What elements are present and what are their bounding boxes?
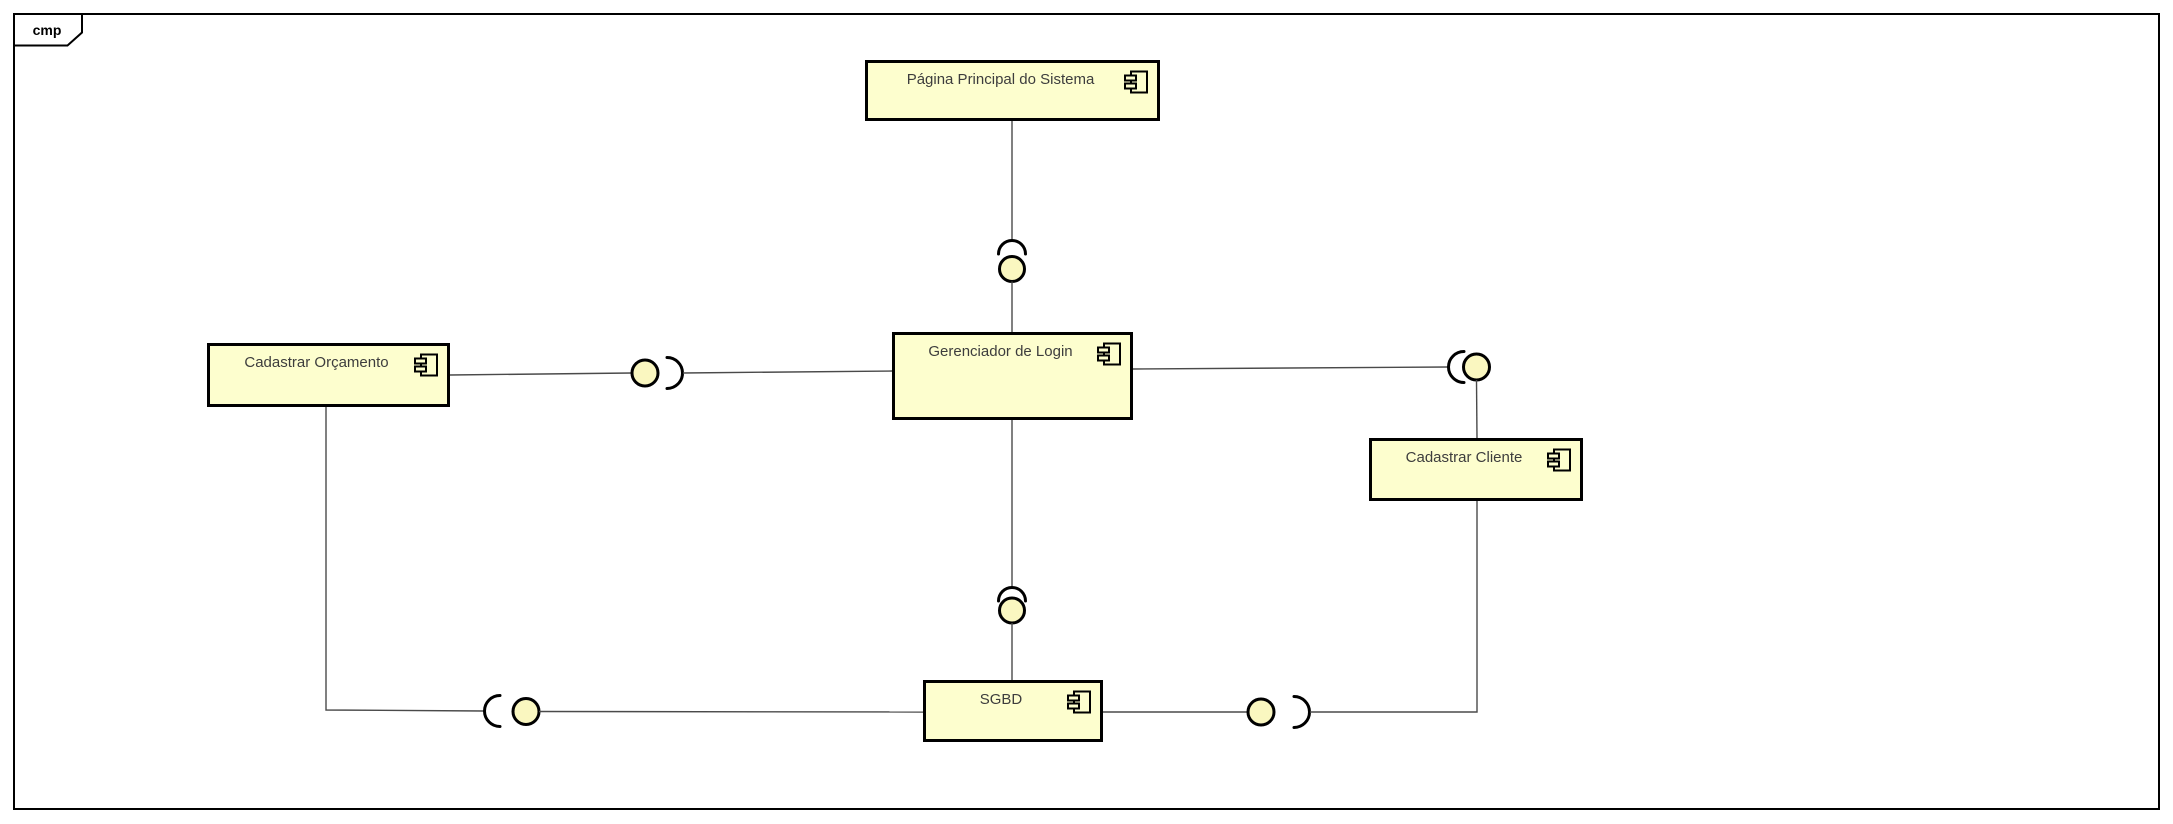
connector-line[interactable] bbox=[325, 407, 485, 712]
component-label: SGBD bbox=[979, 691, 1023, 708]
interface-connector-sgbd-to-login bbox=[997, 420, 1027, 680]
component-label: Cadastrar Cliente bbox=[1405, 449, 1523, 466]
provided-interface-ball[interactable] bbox=[998, 596, 1026, 625]
frame-tab-label: cmp bbox=[33, 22, 62, 38]
provided-interface-ball[interactable] bbox=[630, 358, 660, 388]
component-sgbd[interactable]: SGBD bbox=[923, 680, 1103, 742]
provided-interface-ball[interactable] bbox=[1246, 697, 1276, 727]
component-icon bbox=[414, 353, 438, 377]
component-pagina-principal[interactable]: Página Principal do Sistema bbox=[865, 60, 1160, 121]
required-interface-socket[interactable] bbox=[483, 694, 502, 728]
connector-line[interactable] bbox=[682, 370, 893, 374]
interface-connector-orcamento-to-sgbd bbox=[325, 407, 924, 728]
interface-connector-orcamento-to-login bbox=[449, 356, 893, 390]
component-label: Gerenciador de Login bbox=[928, 343, 1073, 360]
provided-interface-ball[interactable] bbox=[998, 255, 1026, 283]
component-icon bbox=[1067, 690, 1091, 714]
required-interface-socket[interactable] bbox=[665, 356, 684, 390]
frame-tab: cmp bbox=[13, 13, 83, 47]
provided-interface-ball[interactable] bbox=[511, 697, 541, 726]
required-interface-socket[interactable] bbox=[997, 586, 1027, 603]
connector-line[interactable] bbox=[1310, 501, 1478, 713]
connector-line[interactable] bbox=[1475, 379, 1478, 439]
component-cadastrar-cliente[interactable]: Cadastrar Cliente bbox=[1369, 438, 1583, 501]
frame-tab-shape bbox=[13, 13, 83, 47]
interface-connector-login-to-cliente bbox=[1132, 350, 1491, 439]
connector-line[interactable] bbox=[538, 710, 924, 713]
component-icon bbox=[1547, 448, 1571, 472]
component-label: Cadastrar Orçamento bbox=[244, 354, 389, 371]
component-gerenciador-login[interactable]: Gerenciador de Login bbox=[892, 332, 1133, 420]
component-icon bbox=[1097, 342, 1121, 366]
required-interface-socket[interactable] bbox=[1292, 695, 1311, 729]
required-interface-socket[interactable] bbox=[997, 239, 1027, 256]
interface-connector-login-to-pagina-principal bbox=[997, 121, 1027, 332]
connector-line[interactable] bbox=[1132, 366, 1450, 370]
component-cadastrar-orcamento[interactable]: Cadastrar Orçamento bbox=[207, 343, 450, 407]
component-icon bbox=[1124, 70, 1148, 94]
connector-line[interactable] bbox=[449, 372, 633, 376]
provided-interface-ball[interactable] bbox=[1462, 352, 1491, 382]
component-label: Página Principal do Sistema bbox=[906, 71, 1095, 88]
interface-connector-sgbd-to-cliente bbox=[1103, 501, 1478, 729]
required-interface-socket[interactable] bbox=[1447, 350, 1466, 384]
